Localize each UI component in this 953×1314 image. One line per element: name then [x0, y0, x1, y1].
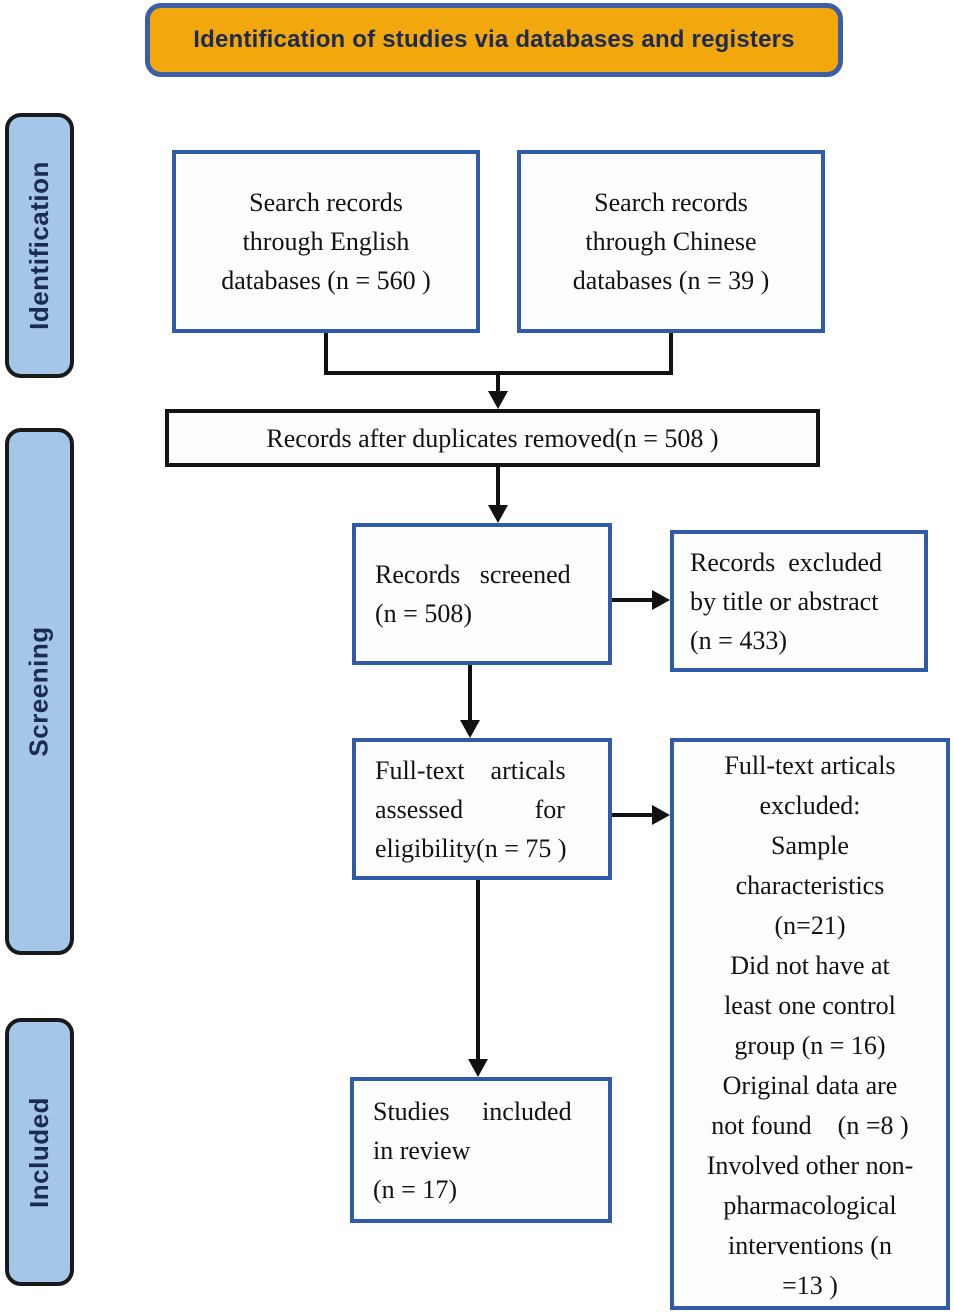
box-fulltext-excluded-label: Full-text articals excluded: Sample char… — [706, 751, 914, 1300]
box-records-after-duplicates: Records after duplicates removed(n = 508… — [165, 409, 820, 467]
banner-title: Identification of studies via databases … — [193, 26, 795, 53]
box-records-screened: Records screened (n = 508) — [352, 523, 612, 665]
box-fulltext-assessed-label: Full-text articals assessed for eligibil… — [375, 755, 567, 863]
box-search-chinese-databases: Search records through Chinese databases… — [517, 150, 825, 333]
box-records-after-duplicates-label: Records after duplicates removed(n = 508… — [266, 423, 719, 453]
arrowhead-to-fulltext — [460, 720, 480, 738]
arrowhead-to-duplicates — [488, 391, 508, 409]
box-fulltext-excluded: Full-text articals excluded: Sample char… — [670, 738, 950, 1310]
stage-label-screening: Screening — [24, 626, 54, 757]
arrowhead-to-excluded-full — [652, 805, 670, 825]
box-studies-included-label: Studies included in review (n = 17) — [373, 1096, 572, 1204]
arrowhead-to-studies — [468, 1059, 488, 1077]
box-records-excluded-title-abstract: Records excluded by title or abstract (n… — [670, 530, 928, 672]
banner-identification-of-studies: Identification of studies via databases … — [145, 3, 843, 77]
arrowhead-to-screened — [488, 505, 508, 523]
box-studies-included: Studies included in review (n = 17) — [350, 1077, 612, 1223]
stage-bar-screening: Screening — [5, 428, 74, 955]
box-search-chinese-label: Search records through Chinese databases… — [572, 188, 770, 295]
box-search-english-label: Search records through English databases… — [221, 188, 431, 295]
stage-bar-included: Included — [5, 1018, 74, 1286]
box-records-excluded-title-abstract-label: Records excluded by title or abstract (n… — [690, 547, 883, 655]
box-search-english-databases: Search records through English databases… — [172, 150, 480, 333]
stage-label-included: Included — [24, 1096, 54, 1208]
stage-label-identification: Identification — [24, 161, 54, 330]
box-records-screened-label: Records screened (n = 508) — [375, 560, 571, 628]
stage-bar-identification: Identification — [5, 113, 74, 378]
arrowhead-to-excluded-title — [652, 590, 670, 610]
box-fulltext-assessed: Full-text articals assessed for eligibil… — [352, 738, 612, 880]
